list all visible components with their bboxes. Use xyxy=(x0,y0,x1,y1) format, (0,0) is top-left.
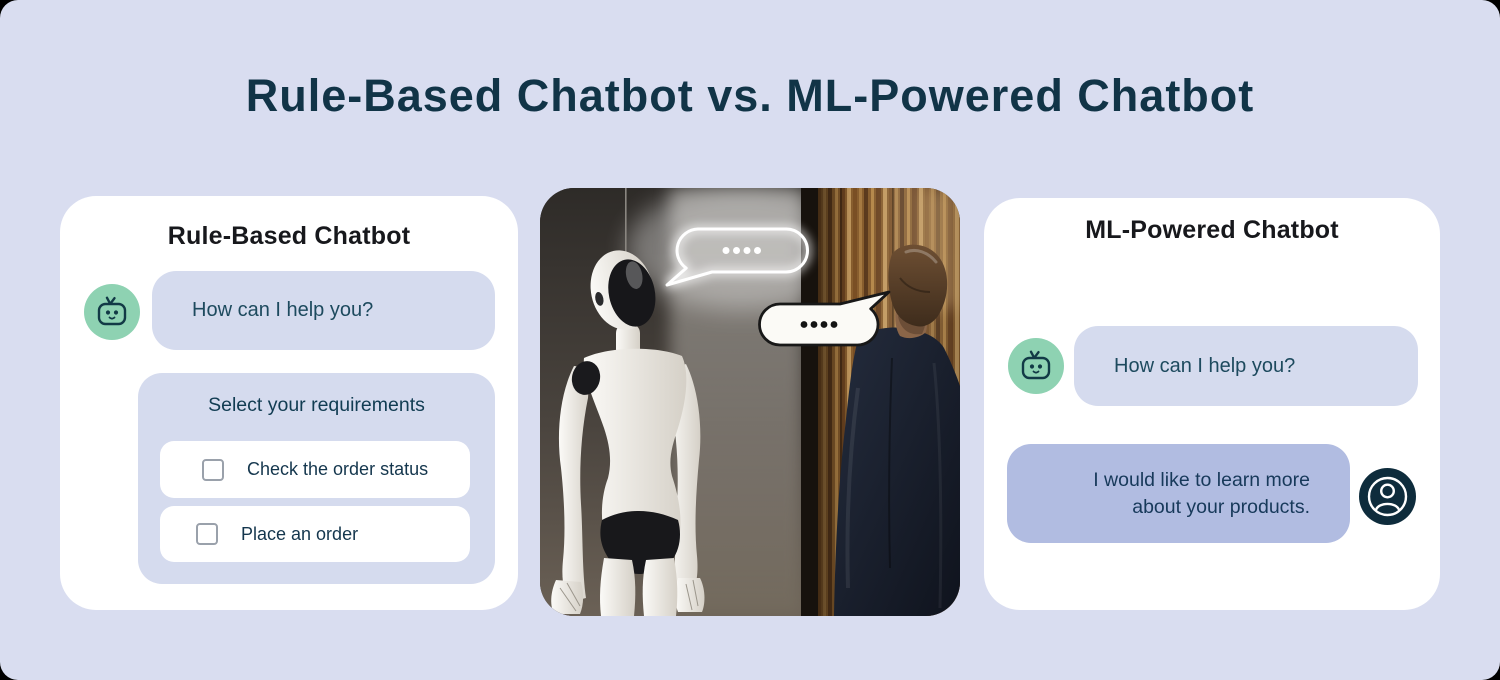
bot-message-text: How can I help you? xyxy=(192,299,374,321)
businessman-figure xyxy=(834,244,960,616)
person-circle-icon xyxy=(1359,468,1416,525)
bot-avatar xyxy=(1008,338,1064,394)
robot-speech-bubble xyxy=(664,225,811,289)
robot-bubble-dots xyxy=(722,247,761,254)
option-place-order[interactable]: Place an order xyxy=(160,506,470,562)
requirements-prompt: Select your requirements xyxy=(208,394,425,416)
rule-based-chatbot-card: Rule-Based Chatbot How can I help you? S… xyxy=(60,196,518,610)
right-card-heading: ML-Powered Chatbot xyxy=(1085,216,1339,244)
user-message-bubble: I would like to learn more about your pr… xyxy=(1007,444,1350,543)
robot-figure xyxy=(551,188,705,616)
ml-powered-chatbot-card: ML-Powered Chatbot How can I help you? I… xyxy=(984,198,1440,610)
human-bubble-dots xyxy=(800,321,838,328)
option-label: Check the order status xyxy=(247,459,429,479)
checkbox-icon[interactable] xyxy=(196,523,218,545)
user-avatar xyxy=(1359,468,1416,525)
bot-avatar xyxy=(84,284,140,340)
human-speech-bubble xyxy=(758,290,891,347)
photo-scene xyxy=(540,188,960,616)
left-card-heading: Rule-Based Chatbot xyxy=(167,222,411,250)
page-title: Rule-Based Chatbot vs. ML-Powered Chatbo… xyxy=(245,70,1255,121)
robot-face-icon xyxy=(84,284,140,340)
option-label: Place an order xyxy=(241,523,359,544)
option-check-order-status[interactable]: Check the order status xyxy=(160,441,470,498)
checkbox-icon[interactable] xyxy=(202,458,224,481)
robot-vs-human-photo xyxy=(540,188,960,616)
bot-message-bubble: How can I help you? xyxy=(152,271,495,350)
bot-message-text: How can I help you? xyxy=(1114,354,1296,377)
robot-face-icon xyxy=(1008,338,1064,394)
bot-message-bubble: How can I help you? xyxy=(1074,326,1418,406)
requirements-panel: Select your requirements Check the order… xyxy=(138,373,495,584)
user-message-text: I would like to learn more about your pr… xyxy=(1093,468,1310,518)
